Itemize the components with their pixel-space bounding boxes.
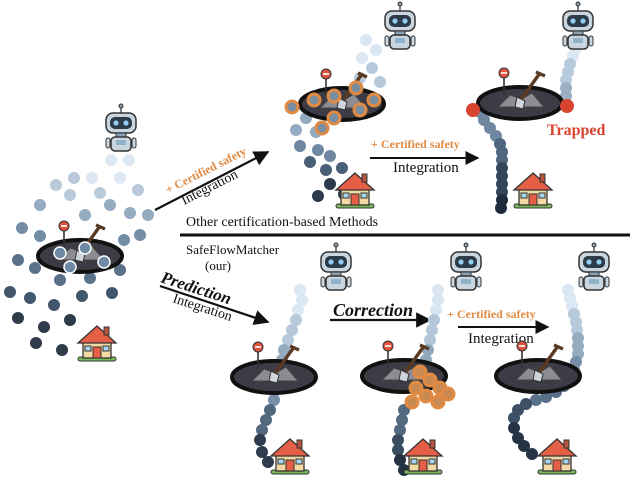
- trapped-label: Trapped: [547, 122, 605, 139]
- upper-arrow: [154, 151, 270, 211]
- trapped-point-right: [560, 99, 574, 113]
- other-methods-label: Other certification-based Methods: [186, 215, 378, 230]
- robot-icon: [450, 242, 482, 291]
- robot-icon: [578, 242, 610, 291]
- house-icon: [335, 172, 375, 209]
- robot-icon: [320, 242, 352, 291]
- certified-safety-label-bottom: + Certified safety: [447, 307, 536, 321]
- certified-points-top: [284, 80, 382, 136]
- initial-noise-cloud: [4, 154, 154, 356]
- trapped-point-left: [466, 103, 480, 117]
- robot-icon: [105, 103, 137, 152]
- house-icon: [270, 438, 310, 475]
- robot-icon: [384, 1, 416, 50]
- obstacle-pit-icon: [494, 339, 582, 394]
- correction-label: Correction: [333, 300, 413, 320]
- integration-label-top-right: Integration: [393, 160, 459, 176]
- robot-icon: [562, 1, 594, 50]
- ours-tag-label: (our): [205, 258, 231, 273]
- corrected-points: [404, 364, 456, 410]
- obstacle-pit-icon: [476, 66, 564, 121]
- house-icon: [403, 438, 443, 475]
- points-inside-obstacle: [53, 241, 111, 274]
- lower-arrow: [159, 284, 270, 325]
- house-icon: [77, 325, 117, 362]
- ours-name-label: SafeFlowMatcher: [186, 242, 280, 257]
- obstacle-pit-icon: [230, 340, 318, 395]
- certified-safety-label-top-right: + Certified safety: [371, 137, 460, 151]
- house-icon: [513, 172, 553, 209]
- house-icon: [537, 438, 577, 475]
